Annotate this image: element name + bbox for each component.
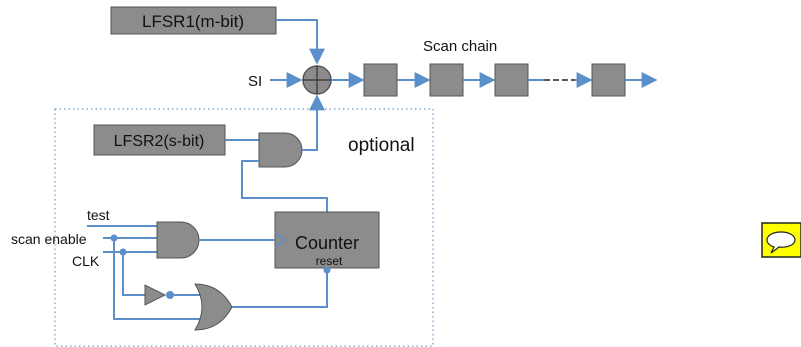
scan-cell xyxy=(363,63,398,97)
not-gate xyxy=(144,284,167,306)
counter-label: Counter xyxy=(295,233,359,253)
speech-bubble-icon[interactable] xyxy=(761,222,801,258)
clk-label: CLK xyxy=(72,253,100,269)
not-gate-bubble xyxy=(166,291,174,299)
or-gate xyxy=(194,283,233,331)
and-top-to-xor-wire xyxy=(302,94,325,151)
and-gate-top xyxy=(258,132,303,168)
si-label: SI xyxy=(248,73,262,90)
lfsr1-label: LFSR1(m-bit) xyxy=(142,12,244,31)
reset-dot xyxy=(323,266,331,274)
lfsr2-block: LFSR2(s-bit) xyxy=(93,124,226,156)
scan-cell xyxy=(429,63,464,97)
clk-branch-wire xyxy=(122,252,145,296)
scan-chain-label: Scan chain xyxy=(423,38,497,55)
counter-to-and-top-wire xyxy=(241,160,328,212)
junction-dot xyxy=(119,248,127,256)
optional-region xyxy=(54,108,434,347)
junction-dot xyxy=(110,234,118,242)
or-to-reset-wire xyxy=(232,272,328,308)
optional-label: optional xyxy=(348,135,415,156)
lfsr1-block: LFSR1(m-bit) xyxy=(110,6,277,35)
lfsr2-label: LFSR2(s-bit) xyxy=(114,133,205,150)
test-label: test xyxy=(87,207,110,223)
scan-cell xyxy=(494,63,529,97)
scan-cell xyxy=(591,63,626,97)
scan-enable-label: scan enable xyxy=(11,231,87,247)
counter-block: Counter reset xyxy=(274,211,380,269)
scan-chain xyxy=(363,63,658,97)
and-gate-mid xyxy=(156,221,200,259)
reset-label: reset xyxy=(316,254,343,268)
scan-enable-branch-wire xyxy=(113,238,203,320)
lfsr1-wire xyxy=(276,19,325,65)
xor-gate xyxy=(302,65,332,95)
